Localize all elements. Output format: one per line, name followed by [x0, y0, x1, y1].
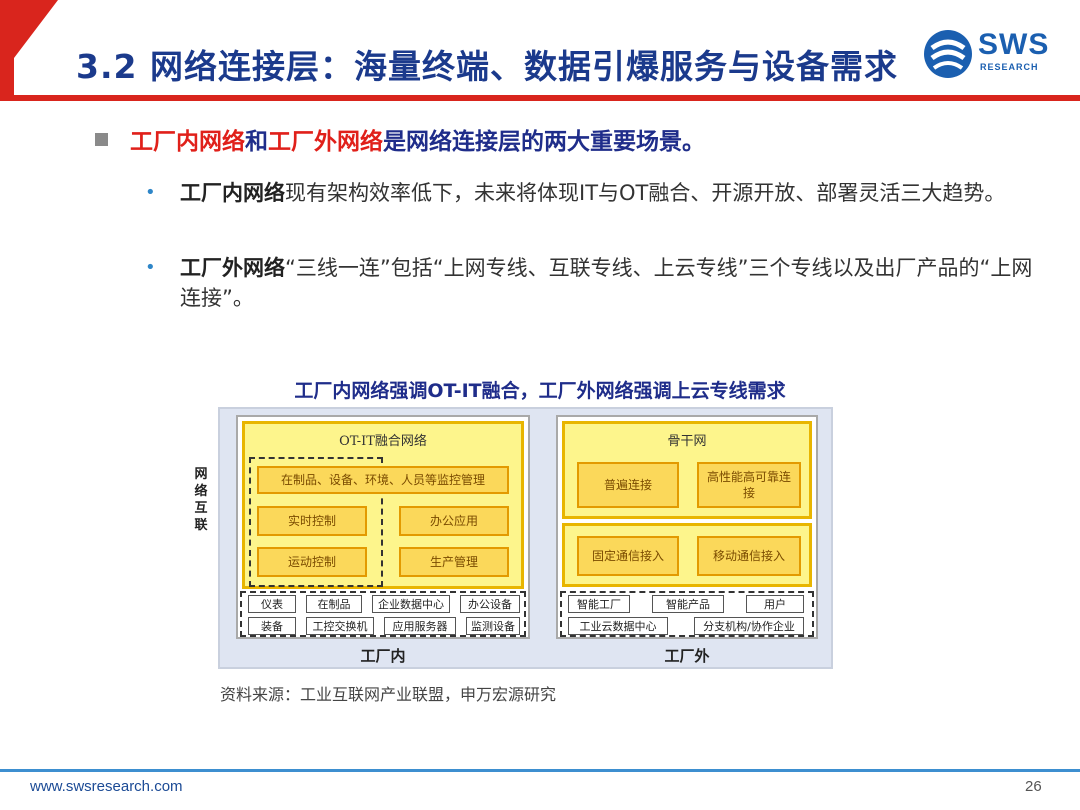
device-cell: 企业数据中心	[372, 595, 450, 613]
header-underline	[0, 95, 1080, 101]
production-mgmt-box: 生产管理	[399, 547, 509, 577]
backbone-box: 骨干网 普遍连接 高性能高可靠连接	[562, 421, 812, 519]
left-panel: OT-IT融合网络 在制品、设备、环境、人员等监控管理 实时控制 办公应用 运动…	[236, 415, 530, 639]
device-cell: 分支机构/协作企业	[694, 617, 804, 635]
sws-logo-icon	[924, 30, 972, 78]
sub-bullet-2-text: “三线一连”包括“上网专线、互联专线、上云专线”三个专线以及出厂产品的“上网连接…	[180, 256, 1033, 310]
device-cell: 工业云数据中心	[568, 617, 668, 635]
right-panel: 骨干网 普遍连接 高性能高可靠连接 固定通信接入 移动通信接入 智能工厂 智能产…	[556, 415, 818, 639]
main-bullet-part4: 是网络连接层的两大重要场景。	[383, 129, 705, 155]
sub-bullet-1: • 工厂内网络现有架构效率低下，未来将体现IT与OT融合、开源开放、部署灵活三大…	[145, 178, 1045, 208]
diagram-caption: 工厂内网络强调OT-IT融合，工厂外网络强调上云专线需求	[294, 380, 786, 402]
ot-it-box: OT-IT融合网络 在制品、设备、环境、人员等监控管理 实时控制 办公应用 运动…	[242, 421, 524, 589]
sub-bullet-1-text: 现有架构效率低下，未来将体现IT与OT融合、开源开放、部署灵活三大趋势。	[285, 181, 1006, 205]
main-bullet-part1: 工厂内网络	[130, 129, 245, 155]
office-app-box: 办公应用	[399, 506, 509, 536]
device-cell: 在制品	[306, 595, 362, 613]
sub-bullet-1-bold: 工厂内网络	[180, 181, 285, 205]
sub-bullet-2: • 工厂外网络“三线一连”包括“上网专线、互联专线、上云专线”三个专线以及出厂产…	[145, 253, 1045, 313]
main-bullet-part2: 和	[245, 129, 268, 155]
diagram-frame: OT-IT融合网络 在制品、设备、环境、人员等监控管理 实时控制 办公应用 运动…	[218, 407, 833, 669]
ot-it-title: OT-IT融合网络	[339, 434, 427, 449]
mobile-access-box: 移动通信接入	[697, 536, 801, 576]
factory-inside-label: 工厂内	[360, 647, 406, 665]
device-cell: 用户	[746, 595, 804, 613]
high-perf-connect-box: 高性能高可靠连接	[697, 462, 801, 508]
monitor-box: 在制品、设备、环境、人员等监控管理	[257, 466, 509, 494]
logo-subtext: RESEARCH	[980, 62, 1039, 72]
square-bullet-icon	[95, 133, 108, 146]
dot-bullet-icon: •	[145, 182, 156, 203]
general-connect-box: 普遍连接	[577, 462, 679, 508]
main-bullet: 工厂内网络和工厂外网络是网络连接层的两大重要场景。	[95, 122, 705, 156]
fixed-access-box: 固定通信接入	[577, 536, 679, 576]
backbone-title: 骨干网	[667, 434, 707, 449]
realtime-control-box: 实时控制	[257, 506, 367, 536]
device-cell: 智能工厂	[568, 595, 630, 613]
left-device-area: 仪表 在制品 企业数据中心 办公设备 装备 工控交换机 应用服务器 监测设备	[240, 591, 526, 637]
footer-url[interactable]: www.swsresearch.com	[30, 778, 183, 795]
ot-dashed-region	[249, 457, 383, 587]
device-cell: 办公设备	[460, 595, 520, 613]
page-number: 26	[1025, 778, 1042, 795]
footer-divider	[0, 769, 1080, 772]
access-box: 固定通信接入 移动通信接入	[562, 523, 812, 587]
sws-logo: SWS RESEARCH	[920, 26, 1060, 82]
page-title: 3.2 网络连接层：海量终端、数据引爆服务与设备需求	[76, 47, 898, 86]
device-cell: 应用服务器	[384, 617, 456, 635]
device-cell: 智能产品	[652, 595, 724, 613]
right-device-area: 智能工厂 智能产品 用户 工业云数据中心 分支机构/协作企业	[560, 591, 814, 637]
device-cell: 监测设备	[466, 617, 520, 635]
factory-outside-label: 工厂外	[664, 647, 710, 665]
side-label-network-interconnect: 网络互联	[194, 467, 208, 533]
header-red-accent	[0, 0, 58, 100]
device-cell: 仪表	[248, 595, 296, 613]
main-bullet-part3: 工厂外网络	[268, 129, 383, 155]
sub-bullet-2-bold: 工厂外网络	[180, 256, 285, 280]
source-note: 资料来源：工业互联网产业联盟，申万宏源研究	[220, 685, 557, 704]
motion-control-box: 运动控制	[257, 547, 367, 577]
dot-bullet-icon: •	[145, 257, 156, 278]
device-cell: 工控交换机	[306, 617, 374, 635]
logo-text: SWS	[978, 28, 1050, 61]
device-cell: 装备	[248, 617, 296, 635]
